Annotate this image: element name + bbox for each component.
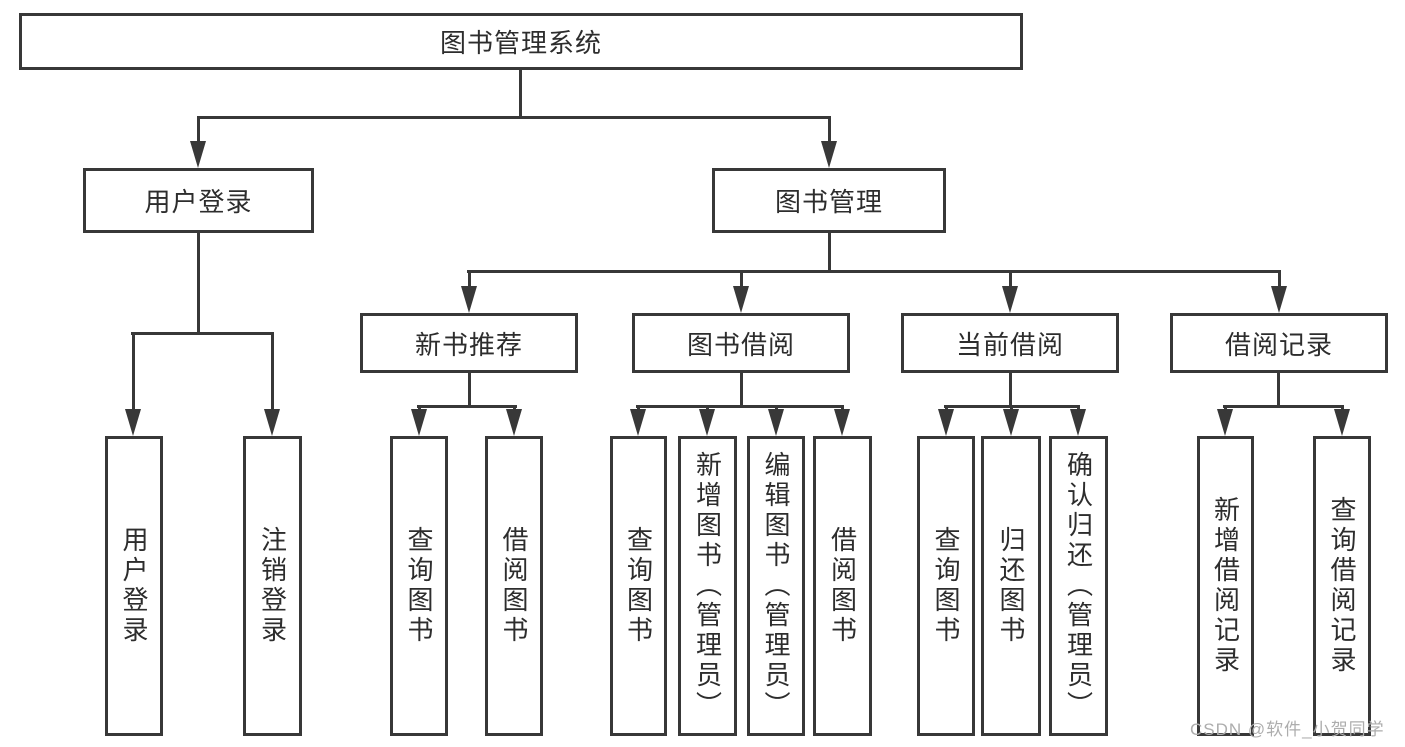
node-user-login: 用户登录 — [83, 168, 314, 233]
leaf-add-books-admin: 新增图书（管理员） — [678, 436, 737, 736]
connector-line — [740, 370, 743, 408]
leaf-query-borrow-record: 查询借阅记录 — [1313, 436, 1371, 736]
leaf-user-login: 用户登录 — [105, 436, 163, 736]
arrow-down-icon — [1003, 409, 1019, 436]
node-label: 图书借阅 — [686, 329, 795, 360]
leaf-query-books: 查询图书 — [917, 436, 975, 736]
leaf-query-books: 查询图书 — [390, 436, 448, 736]
leaf-edit-books-admin: 编辑图书（管理员） — [747, 436, 805, 736]
node-label: 查询图书 — [623, 526, 654, 646]
connector-line — [1278, 270, 1281, 290]
arrow-down-icon — [125, 409, 141, 436]
node-label: 借阅图书 — [499, 526, 529, 646]
connector-line — [197, 116, 200, 146]
arrow-down-icon — [461, 286, 477, 313]
node-label: 借阅图书 — [827, 526, 858, 646]
arrow-down-icon — [1271, 286, 1287, 313]
connector-line — [467, 270, 1281, 273]
node-label: 图书管理 — [774, 187, 883, 217]
connector-line — [197, 116, 831, 119]
node-label: 借阅记录 — [1224, 329, 1333, 360]
leaf-borrow-books: 借阅图书 — [813, 436, 872, 736]
connector-line — [468, 370, 471, 408]
connector-line — [1009, 270, 1012, 290]
arrow-down-icon — [630, 409, 646, 436]
node-label: 注销登录 — [257, 526, 288, 646]
node-label: 当前借阅 — [955, 329, 1064, 360]
arrow-down-icon — [264, 409, 280, 436]
leaf-logout: 注销登录 — [243, 436, 302, 736]
leaf-query-books: 查询图书 — [610, 436, 667, 736]
node-label: 用户登录 — [119, 526, 149, 646]
connector-line — [519, 65, 522, 119]
node-label: 新书推荐 — [414, 329, 523, 360]
connector-line — [828, 231, 831, 273]
connector-line — [636, 405, 843, 408]
connector-line — [417, 405, 517, 408]
arrow-down-icon — [821, 141, 837, 168]
connector-line — [271, 332, 274, 412]
arrow-down-icon — [411, 409, 427, 436]
connector-line — [1009, 370, 1012, 408]
connector-line — [1223, 405, 1343, 408]
node-book-borrowing: 图书借阅 — [632, 313, 850, 373]
node-label: 用户登录 — [144, 187, 253, 217]
connector-line — [132, 332, 135, 412]
arrow-down-icon — [699, 409, 715, 436]
arrow-down-icon — [733, 286, 749, 313]
leaf-borrow-books: 借阅图书 — [485, 436, 543, 736]
node-label: 确认归还（管理员） — [1063, 451, 1094, 721]
node-label: 查询借阅记录 — [1327, 496, 1357, 676]
leaf-confirm-return-admin: 确认归还（管理员） — [1049, 436, 1108, 736]
leaf-return-books: 归还图书 — [981, 436, 1041, 736]
connector-line — [1277, 370, 1280, 408]
node-book-management: 图书管理 — [712, 168, 946, 233]
node-label: 图书管理系统 — [439, 28, 602, 58]
arrow-down-icon — [768, 409, 784, 436]
connector-line — [828, 116, 831, 146]
node-new-book-recommend: 新书推荐 — [360, 313, 578, 373]
connector-line — [197, 231, 200, 335]
arrow-down-icon — [834, 409, 850, 436]
connector-line — [740, 270, 743, 290]
node-label: 查询图书 — [404, 526, 434, 646]
arrow-down-icon — [1334, 409, 1350, 436]
node-label: 归还图书 — [996, 526, 1026, 646]
node-borrowing-records: 借阅记录 — [1170, 313, 1388, 373]
connector-line — [131, 332, 274, 335]
arrow-down-icon — [190, 141, 206, 168]
node-label: 新增图书（管理员） — [692, 451, 723, 721]
node-label: 新增借阅记录 — [1210, 496, 1241, 676]
arrow-down-icon — [1002, 286, 1018, 313]
arrow-down-icon — [938, 409, 954, 436]
node-root: 图书管理系统 — [19, 13, 1023, 70]
node-current-borrowing: 当前借阅 — [901, 313, 1119, 373]
arrow-down-icon — [1070, 409, 1086, 436]
watermark: CSDN @软件_小贺同学 — [1190, 720, 1385, 739]
leaf-add-borrow-record: 新增借阅记录 — [1197, 436, 1254, 736]
node-label: 查询图书 — [931, 526, 961, 646]
connector-line — [468, 270, 471, 290]
arrow-down-icon — [506, 409, 522, 436]
node-label: 编辑图书（管理员） — [761, 451, 791, 721]
arrow-down-icon — [1217, 409, 1233, 436]
